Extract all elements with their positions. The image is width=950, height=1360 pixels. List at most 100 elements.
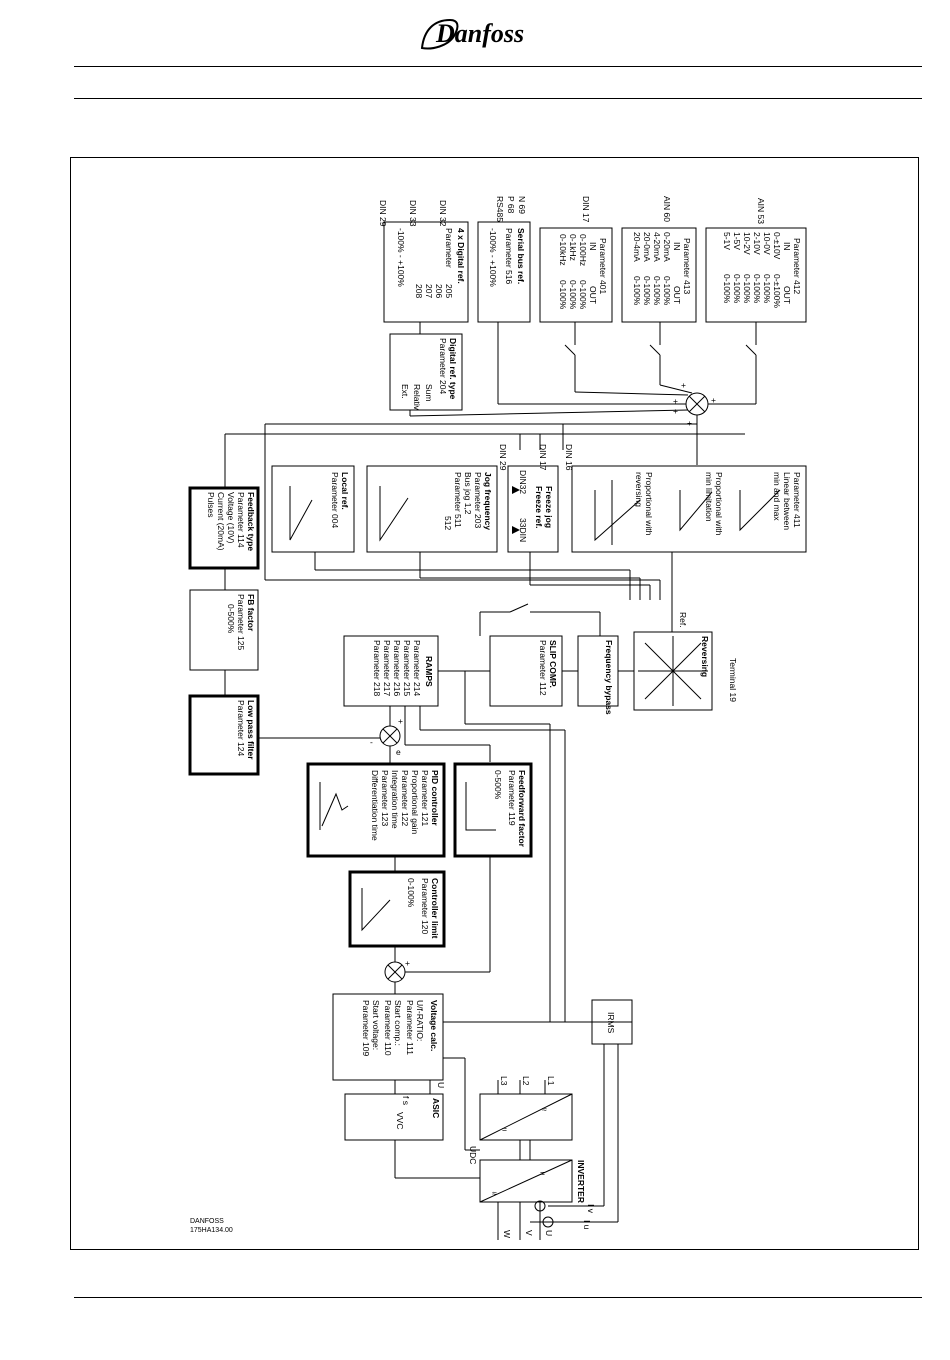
feedback-type-current: Current (20mA) (216, 492, 226, 551)
terminal-din-33: DIN 33 (408, 200, 418, 227)
terminal-din-17: DIN 17 (581, 196, 591, 223)
danfoss-logo: Danfoss (420, 18, 524, 50)
digital-ref-type-title: Digital ref. type (448, 338, 458, 400)
wires-bottom (394, 1021, 632, 1240)
param-413-row-out: 0-100% (632, 276, 642, 306)
local-ref-title: Local ref. (340, 472, 350, 510)
digital-ref-param-208: 208 (414, 284, 424, 298)
diagram-frame (70, 157, 919, 1250)
param-411-line: Linear between (782, 472, 792, 530)
controller-limit-box: Controller limit Parameter 120 0-100% (348, 870, 446, 948)
ramps-param: Parameter 216 (392, 640, 402, 696)
controller-limit-title: Controller limit (430, 878, 440, 939)
wires-lower (394, 856, 491, 973)
param-401-row-out: 0-100% (558, 280, 568, 310)
sum-sign: + (711, 395, 716, 405)
low-pass-box: Low pass filter Parameter 124 (188, 694, 260, 776)
param-412-row-in: 5-1V (722, 232, 732, 250)
param-412-row-out: 0-100% (752, 274, 762, 304)
slip-comp-box: SLIP COMP. Parameter 112 (489, 635, 563, 707)
ramps-title: RAMPS (424, 656, 434, 687)
param-413-row-out: 0-100% (652, 276, 662, 306)
pid-title: PID controller (430, 770, 440, 826)
mains-l1: L1 (546, 1076, 556, 1086)
ramps-param: Parameter 218 (372, 640, 382, 696)
rectifier-box: ≈ = (479, 1093, 573, 1141)
pid-line: Proportional gain (410, 770, 420, 835)
feedforward-param: Parameter 119 (507, 770, 517, 826)
local-ref-box: Local ref. Parameter 004 (271, 465, 355, 553)
pid-line: Parameter 122 (400, 770, 410, 826)
header-rule-bottom (74, 98, 922, 99)
param-413-row-in: 0-20mA (662, 232, 672, 262)
footer-code: 175HA134.00 (190, 1227, 233, 1234)
digital-ref-param-207: 207 (424, 284, 434, 298)
drawing-reference: DANFOSS 175HA134.00 (190, 1217, 233, 1235)
param-401-title: Parameter 401 (598, 238, 608, 294)
sum-sign: - (370, 737, 373, 747)
param-401-in: IN (588, 242, 598, 251)
digital-ref-param-205: 205 (444, 284, 454, 298)
freeze-din-33: 33DIN (518, 518, 528, 542)
jog-frequency-param: Parameter 203 (473, 472, 483, 528)
motor-v: V (524, 1230, 534, 1236)
param-413-row-in: 20-0mA (642, 232, 652, 262)
param-413-row-out: 0-100% (642, 276, 652, 306)
inverter-iu: I u (582, 1220, 592, 1230)
digital-ref-type-sum: Sum (424, 384, 434, 401)
param-411-line: min and max (772, 472, 782, 521)
param-401-row-in: 0-10kHz (558, 234, 568, 266)
param-413-out: OUT (672, 286, 682, 304)
param-412-row-in: 2-10V (752, 232, 762, 255)
param-401-row-out: 0-100% (578, 280, 588, 310)
feedback-type-title: Feedback type (246, 492, 256, 551)
terminal-din-32: DIN 32 (438, 200, 448, 227)
param-412-title: Parameter 412 (792, 238, 802, 294)
serial-bus-ref-box: Serial bus ref. Parameter 516 -100% - +1… (477, 221, 531, 323)
pid-line: Parameter 123 (380, 770, 390, 826)
param-401-row-in: 0-100Hz (578, 234, 588, 266)
param-412-row-out: 0-100% (762, 274, 772, 304)
logo-text: Danfoss (435, 19, 524, 48)
voltage-calc-line: Start comp.: (393, 1000, 403, 1046)
asic-fs: f s (401, 1096, 411, 1105)
freeze-jog-box: Freeze jog Freeze ref. DIN32 33DIN DIN 1… (498, 444, 574, 553)
terminal-labels: DIN 29 DIN 33 DIN 32 RS485 P 68 N 69 DIN… (378, 196, 766, 702)
slip-comp-title: SLIP COMP. (548, 640, 558, 688)
sum-sign: + (673, 406, 678, 416)
inverter-iv: I v (586, 1204, 596, 1214)
sum-sign: + (405, 958, 410, 968)
param-412-box: Parameter 412 IN OUT 0-±10V 0-±100% 10-0… (705, 227, 807, 323)
freeze-din-32: DIN32 (518, 470, 528, 494)
param-401-row-in: 0-1kHz (568, 234, 578, 261)
low-pass-param: Parameter 124 (236, 700, 246, 756)
param-413-title: Parameter 413 (682, 238, 692, 294)
motor-w: W (502, 1230, 512, 1238)
digital-ref-box: 4 x Digital ref. Parameter 205 206 207 2… (383, 221, 469, 323)
ramps-param: Parameter 214 (412, 640, 422, 696)
fb-factor-box: FB factor Parameter 125 0-500% (189, 589, 259, 671)
param-412-row-in: 10-0V (762, 232, 772, 255)
param-412-row-in: 1-5V (732, 232, 742, 250)
voltage-calc-line: Parameter 109 (361, 1000, 371, 1056)
serial-bus-param: Parameter 516 (504, 228, 514, 284)
mains-l2: L2 (521, 1076, 531, 1086)
wires-middle (389, 603, 634, 1022)
param-412-in: IN (782, 242, 792, 251)
serial-bus-range: -100% - +100% (488, 228, 498, 287)
feedback-type-pulses: Pulses (206, 492, 216, 518)
param-412-out: OUT (782, 286, 792, 304)
pid-box: PID controller Parameter 121 Proportiona… (306, 762, 446, 858)
motor-terminals: W V U (502, 1230, 554, 1238)
reversing-ref-label: Ref. (678, 612, 688, 628)
jog-frequency-title: Jog frequency (483, 472, 493, 530)
param-413-row-in: 4-20mA (652, 232, 662, 262)
terminal-n69: N 69 (517, 196, 527, 214)
fb-factor-param: Parameter 125 (236, 594, 246, 650)
jog-param-512: 512 (443, 516, 453, 530)
freeze-ref-title: Freeze ref. (534, 486, 544, 529)
freeze-din-17: DIN 17 (538, 444, 548, 471)
sum-sign: + (673, 396, 678, 406)
voltage-calc-title: Voltage calc. (429, 1000, 439, 1051)
